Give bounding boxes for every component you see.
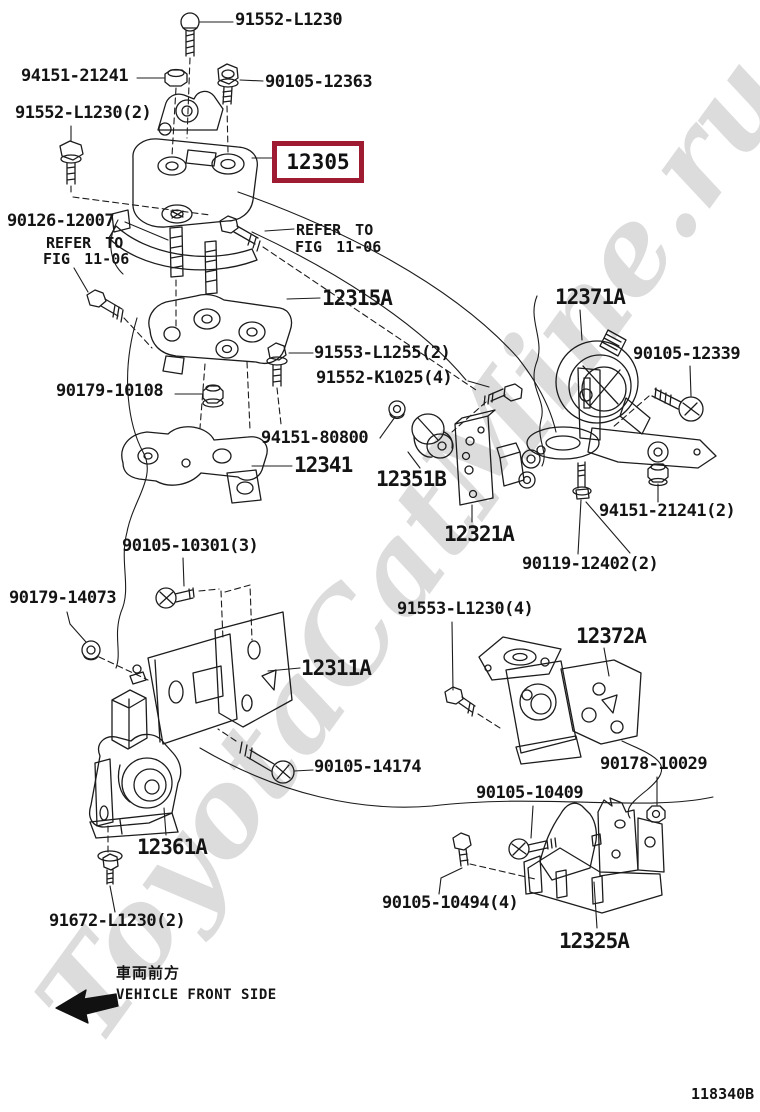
label-90105-10409: 90105-10409 — [476, 783, 584, 803]
part-12305-insulator — [108, 90, 258, 295]
label-12361A: 12361A — [137, 835, 208, 859]
nut-90179-10108 — [202, 384, 224, 408]
part-12311A-bracket — [147, 611, 293, 745]
label-90179-14073: 90179-14073 — [9, 588, 117, 608]
bolt-91553-L1255 — [266, 342, 288, 387]
front-note-en: VEHICLE FRONT SIDE — [116, 987, 277, 1003]
figure-code: 118340B — [691, 1085, 755, 1103]
label-90178-10029: 90178-10029 — [600, 754, 708, 774]
assembly-dash-lines — [70, 57, 650, 880]
label-94151-21241: 94151-21241 — [21, 66, 129, 86]
nut-94151-21241 — [164, 68, 188, 87]
label-91552-L1230-2: 91552-L1230(2) — [15, 103, 152, 123]
bolt-90105-10494 — [452, 832, 472, 867]
label-12371A: 12371A — [555, 285, 626, 309]
label-12372A: 12372A — [576, 624, 647, 648]
part-12341-bracket — [121, 426, 268, 504]
refer-note-left-line2: FIG 11-06 — [43, 250, 130, 268]
plug-90179-14073 — [81, 640, 101, 661]
bolt-refer-mid — [219, 215, 261, 252]
refer-note-mid-line1: REFER TO — [296, 221, 374, 239]
label-90126-12007: 90126-12007 — [7, 211, 115, 231]
label-12325A: 12325A — [559, 929, 630, 953]
label-12321A: 12321A — [444, 522, 515, 546]
bolt-91552-L1230-2 — [59, 140, 84, 185]
engine-outline — [110, 191, 714, 819]
bolt-90105-14174 — [239, 741, 295, 784]
bolt-90119-12402 — [572, 461, 592, 500]
label-94151-21241-2: 94151-21241(2) — [599, 501, 736, 521]
bolt-90105-12339 — [651, 387, 704, 422]
label-90119-12402: 90119-12402(2) — [522, 554, 659, 574]
bolt-91552-K1025 — [483, 383, 523, 406]
part-12315A-bracket — [148, 293, 293, 375]
label-12341: 12341 — [294, 453, 353, 477]
nut-90178-10029 — [646, 805, 666, 823]
label-90105-14174: 90105-14174 — [314, 757, 422, 777]
label-91552-K1025: 91552-K1025(4) — [316, 368, 453, 388]
vehicle-front-arrow — [55, 989, 119, 1024]
bolt-91672-L1230 — [97, 850, 123, 885]
label-91552-L1230: 91552-L1230 — [235, 10, 343, 30]
front-note-jp: 車両前方 — [116, 964, 181, 982]
label-90105-12363: 90105-12363 — [265, 72, 373, 92]
refer-note-left-line1: REFER TO — [46, 234, 124, 252]
highlighted-part-number: 12305 — [286, 150, 350, 174]
label-12311A: 12311A — [301, 656, 372, 680]
nut-94151-21241-2 — [647, 463, 669, 487]
part-12371A-mount — [526, 329, 717, 469]
label-90105-10494: 90105-10494(4) — [382, 893, 519, 913]
refer-note-mid-line2: FIG 11-06 — [295, 238, 382, 256]
label-91553-L1255: 91553-L1255(2) — [314, 343, 451, 363]
label-90179-10108: 90179-10108 — [56, 381, 164, 401]
label-94151-80800: 94151-80800 — [261, 428, 369, 448]
part-12321A-bracket — [454, 409, 541, 506]
part-12361A-mount — [89, 664, 182, 839]
plug-94151-80800 — [388, 400, 406, 420]
label-91553-L1230: 91553-L1230(4) — [397, 599, 534, 619]
bolt-91553-L1230 — [444, 686, 476, 717]
part-12325A-bracket — [523, 797, 665, 914]
highlighted-part-12305[interactable]: 12305 — [272, 141, 364, 183]
label-91672-L1230: 91672-L1230(2) — [49, 911, 186, 931]
label-90105-10301: 90105-10301(3) — [122, 536, 259, 556]
bolt-refer-left — [86, 289, 124, 323]
leader-lines — [66, 21, 692, 929]
bolt-90105-10301 — [155, 587, 195, 609]
label-12315A: 12315A — [322, 286, 393, 310]
bolt-90105-10409 — [508, 837, 557, 860]
bolt-90105-12363 — [217, 63, 239, 105]
label-90105-12339: 90105-12339 — [633, 344, 741, 364]
part-12372A-bracket — [478, 636, 642, 765]
bolt-91552-L1230 — [180, 12, 200, 57]
label-12351B: 12351B — [376, 467, 447, 491]
part-12351B-damper — [411, 413, 454, 459]
